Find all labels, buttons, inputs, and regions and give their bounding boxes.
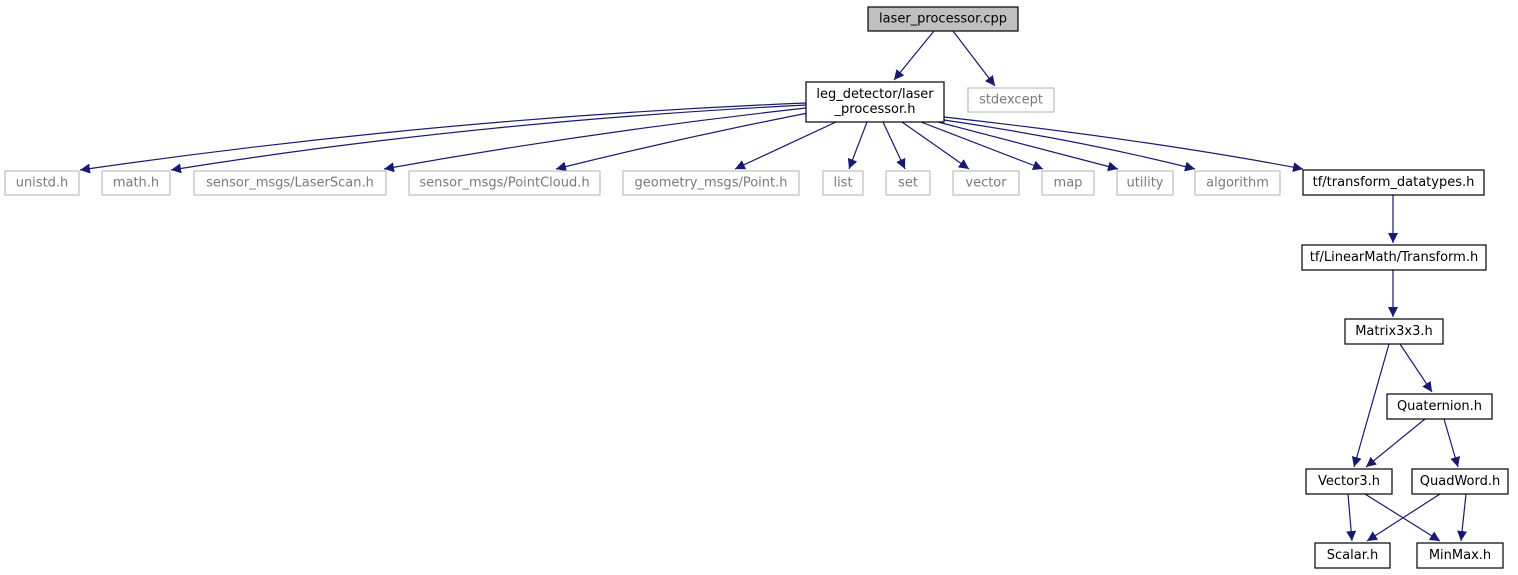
node-box bbox=[1344, 318, 1444, 345]
node-label: MinMax.h bbox=[1429, 548, 1491, 563]
node-set: set bbox=[885, 170, 931, 196]
node-box bbox=[805, 81, 945, 123]
node-box bbox=[408, 170, 601, 196]
node-box bbox=[867, 6, 1019, 32]
node-laserscan_h: sensor_msgs/LaserScan.h bbox=[193, 170, 387, 196]
node-box bbox=[4, 170, 80, 196]
edge-quaternion_h-to-quadword_h bbox=[1443, 418, 1460, 468]
node-vector3_h[interactable]: Vector3.h bbox=[1305, 468, 1393, 495]
edges-layer bbox=[79, 30, 1468, 542]
node-box bbox=[1302, 169, 1485, 196]
node-label: tf/transform_datatypes.h bbox=[1313, 175, 1475, 190]
node-label: list bbox=[833, 176, 852, 191]
node-box bbox=[885, 170, 931, 196]
node-label: Matrix3x3.h bbox=[1355, 324, 1433, 339]
edge-laser_processor_h-to-set bbox=[882, 121, 906, 170]
node-math_h: math.h bbox=[101, 170, 171, 196]
node-laser_processor_h[interactable]: leg_detector/laser_processor.h bbox=[805, 81, 945, 123]
node-label: QuadWord.h bbox=[1420, 474, 1500, 489]
edge-quadword_h-to-minmax_h bbox=[1457, 493, 1468, 542]
edge-laser_processor_cpp-to-stdexcept bbox=[952, 30, 996, 87]
node-point_h: geometry_msgs/Point.h bbox=[622, 170, 800, 196]
node-transform_datatypes_h[interactable]: tf/transform_datatypes.h bbox=[1302, 169, 1485, 196]
node-label: sensor_msgs/PointCloud.h bbox=[419, 176, 589, 191]
node-box bbox=[1301, 244, 1487, 271]
node-box bbox=[967, 87, 1055, 113]
node-stdexcept: stdexcept bbox=[967, 87, 1055, 113]
node-label: sensor_msgs/LaserScan.h bbox=[206, 176, 374, 191]
edge-laser_processor_h-to-unistd_h bbox=[79, 102, 807, 174]
node-matrix3x3_h[interactable]: Matrix3x3.h bbox=[1344, 318, 1444, 345]
node-pointcloud_h: sensor_msgs/PointCloud.h bbox=[408, 170, 601, 196]
node-map: map bbox=[1041, 170, 1095, 196]
edge-laser_processor_h-to-vector bbox=[901, 121, 970, 170]
node-label: tf/LinearMath/Transform.h bbox=[1310, 250, 1478, 265]
node-box bbox=[622, 170, 800, 196]
node-unistd_h: unistd.h bbox=[4, 170, 80, 196]
node-box bbox=[1386, 393, 1493, 420]
edge-laser_processor_h-to-laserscan_h bbox=[383, 107, 807, 173]
node-transform_h[interactable]: tf/LinearMath/Transform.h bbox=[1301, 244, 1487, 271]
edge-laser_processor_h-to-algorithm bbox=[943, 119, 1196, 172]
node-box bbox=[193, 170, 387, 196]
node-box bbox=[1411, 468, 1509, 495]
node-box bbox=[1305, 468, 1393, 495]
node-quadword_h[interactable]: QuadWord.h bbox=[1411, 468, 1509, 495]
edge-matrix3x3_h-to-quaternion_h bbox=[1399, 343, 1433, 393]
node-label: map bbox=[1054, 176, 1083, 191]
node-box bbox=[1194, 170, 1281, 196]
edge-laser_processor_h-to-point_h bbox=[734, 121, 837, 170]
edge-quadword_h-to-scalar_h bbox=[1366, 493, 1441, 542]
node-laser_processor_cpp[interactable]: laser_processor.cpp bbox=[867, 6, 1019, 32]
node-label: stdexcept bbox=[979, 93, 1043, 108]
node-label: vector bbox=[965, 176, 1007, 191]
node-list: list bbox=[822, 170, 864, 196]
edge-laser_processor_h-to-pointcloud_h bbox=[555, 112, 809, 172]
node-box bbox=[101, 170, 171, 196]
nodes-layer: laser_processor.cpp leg_detector/laser_pr… bbox=[4, 6, 1509, 569]
node-label: algorithm bbox=[1206, 176, 1269, 191]
node-label: utility bbox=[1127, 176, 1164, 191]
node-box bbox=[822, 170, 864, 196]
node-algorithm: algorithm bbox=[1194, 170, 1281, 196]
node-minmax_h[interactable]: MinMax.h bbox=[1416, 542, 1504, 569]
node-box bbox=[952, 170, 1020, 196]
node-label: leg_detector/laser bbox=[816, 87, 934, 102]
edge-laser_processor_cpp-to-laser_processor_h bbox=[893, 30, 935, 81]
node-scalar_h[interactable]: Scalar.h bbox=[1314, 542, 1391, 569]
edge-laser_processor_h-to-utility bbox=[937, 121, 1119, 172]
edge-matrix3x3_h-to-vector3_h bbox=[1351, 343, 1390, 468]
node-label: laser_processor.cpp bbox=[879, 12, 1007, 27]
node-label: Scalar.h bbox=[1327, 548, 1378, 563]
edge-quaternion_h-to-vector3_h bbox=[1365, 418, 1426, 468]
edge-vector3_h-to-scalar_h bbox=[1346, 493, 1357, 542]
node-label: Quaternion.h bbox=[1397, 399, 1482, 414]
node-box bbox=[1416, 542, 1504, 569]
edge-laser_processor_h-to-math_h bbox=[170, 104, 807, 174]
edge-laser_processor_h-to-list bbox=[847, 121, 868, 170]
node-label: Vector3.h bbox=[1318, 474, 1380, 489]
edge-laser_processor_h-to-transform_datatypes_h bbox=[943, 116, 1304, 173]
node-utility: utility bbox=[1116, 170, 1174, 196]
node-label: math.h bbox=[113, 176, 159, 191]
node-box bbox=[1116, 170, 1174, 196]
node-box bbox=[1041, 170, 1095, 196]
node-vector: vector bbox=[952, 170, 1020, 196]
node-label: set bbox=[898, 176, 918, 191]
node-quaternion_h[interactable]: Quaternion.h bbox=[1386, 393, 1493, 420]
node-label: unistd.h bbox=[16, 176, 69, 191]
node-label: _processor.h bbox=[834, 102, 916, 117]
node-label: geometry_msgs/Point.h bbox=[635, 176, 788, 191]
edge-laser_processor_h-to-map bbox=[920, 121, 1044, 171]
node-box bbox=[1314, 542, 1391, 569]
